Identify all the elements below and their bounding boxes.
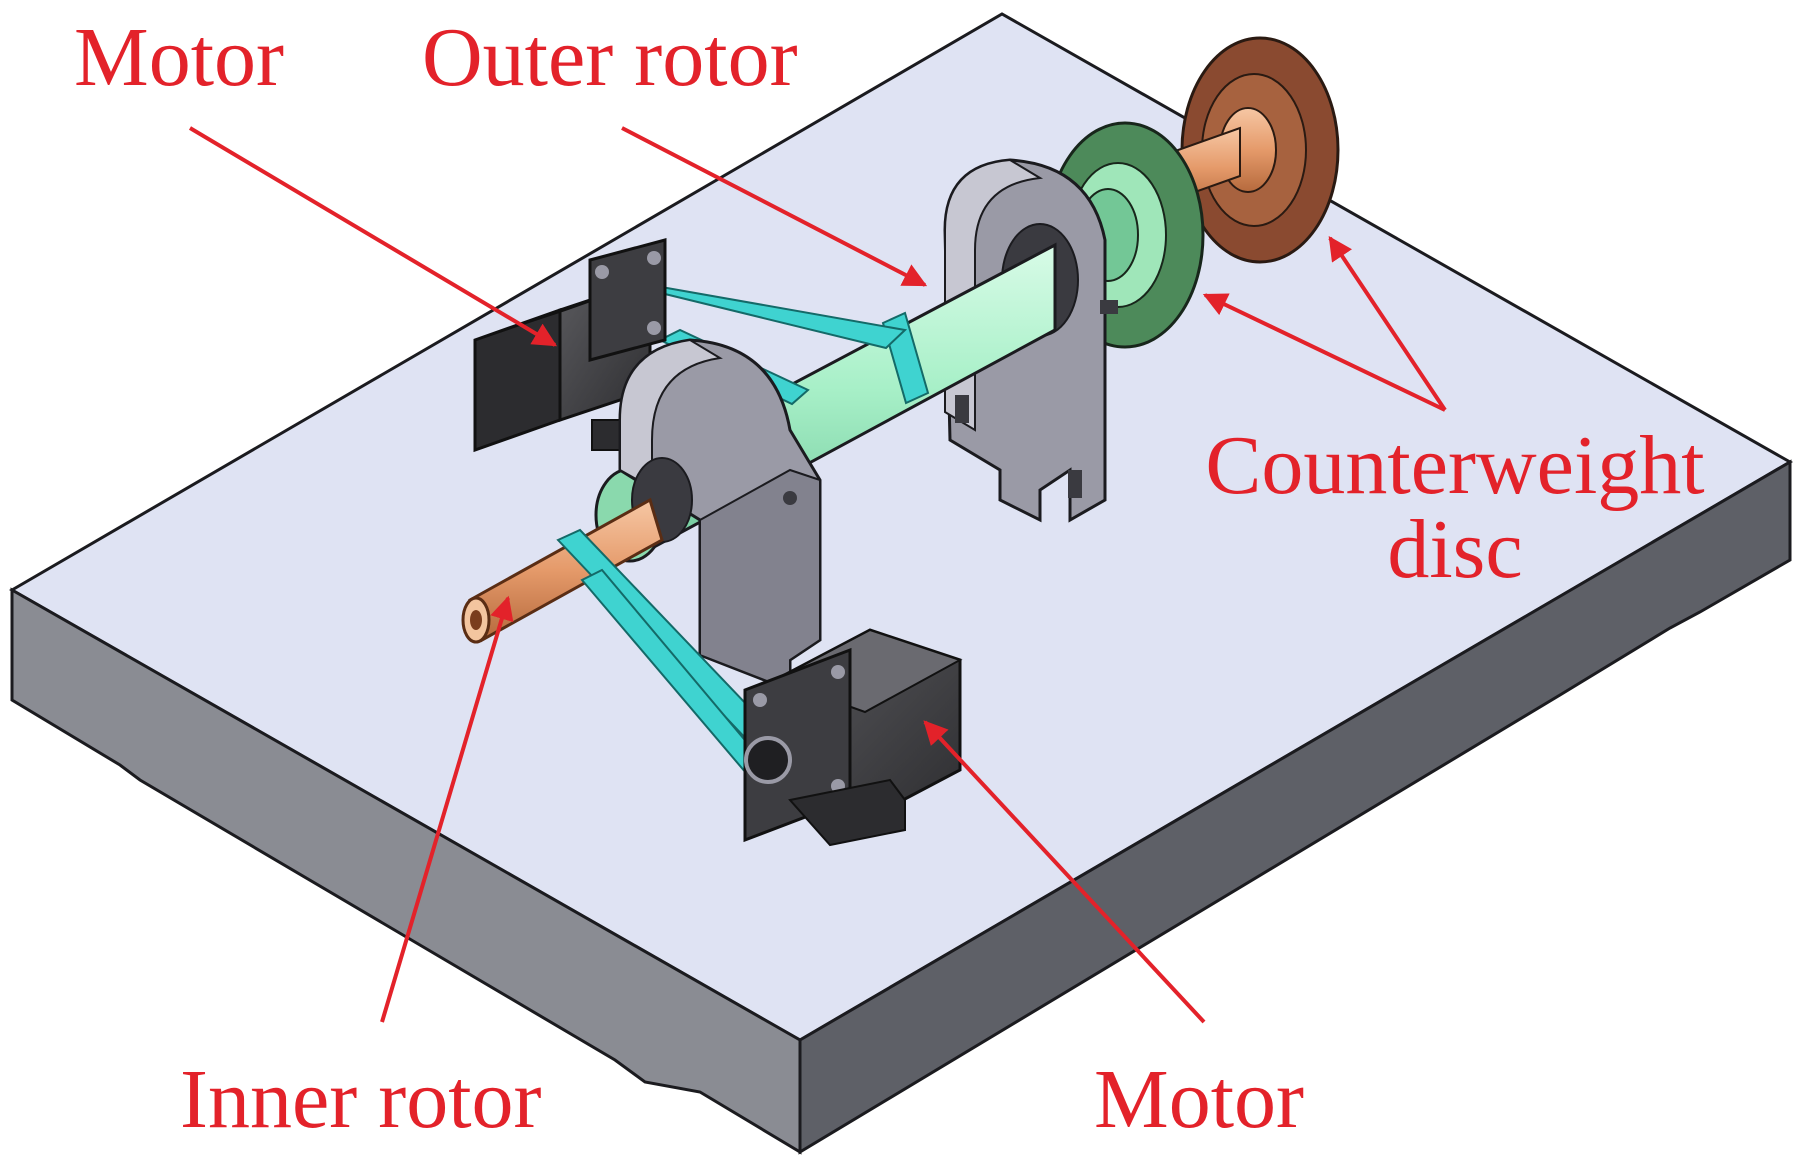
label-outer-rotor: Outer rotor xyxy=(422,11,798,104)
label-counterweight-line2: disc xyxy=(1387,503,1523,596)
base-plate xyxy=(8,12,1794,1155)
bearing-housing-left xyxy=(618,338,822,693)
base-plate-right-side xyxy=(798,459,1792,1155)
motor-bottom xyxy=(743,628,963,847)
label-counterweight-line1: Counterweight xyxy=(1205,419,1705,512)
arrow-inner-rotor xyxy=(380,595,514,1023)
label-motor-bottom: Motor xyxy=(1094,1053,1304,1146)
arrow-outer-rotor xyxy=(621,126,928,287)
label-motor-top: Motor xyxy=(74,11,284,104)
counterweight-disc-brown xyxy=(1180,36,1340,264)
label-inner-rotor: Inner rotor xyxy=(180,1053,542,1146)
annotation-arrows xyxy=(188,126,1447,1024)
arrow-motor-top xyxy=(188,126,558,347)
arrow-motor-bottom xyxy=(923,720,1206,1024)
arrow-counterweight-green xyxy=(1202,293,1446,412)
arrow-counterweight-brown xyxy=(1328,236,1447,412)
label-counterweight-disc: Counterweight disc xyxy=(1170,424,1740,592)
inner-rotor xyxy=(461,497,664,644)
